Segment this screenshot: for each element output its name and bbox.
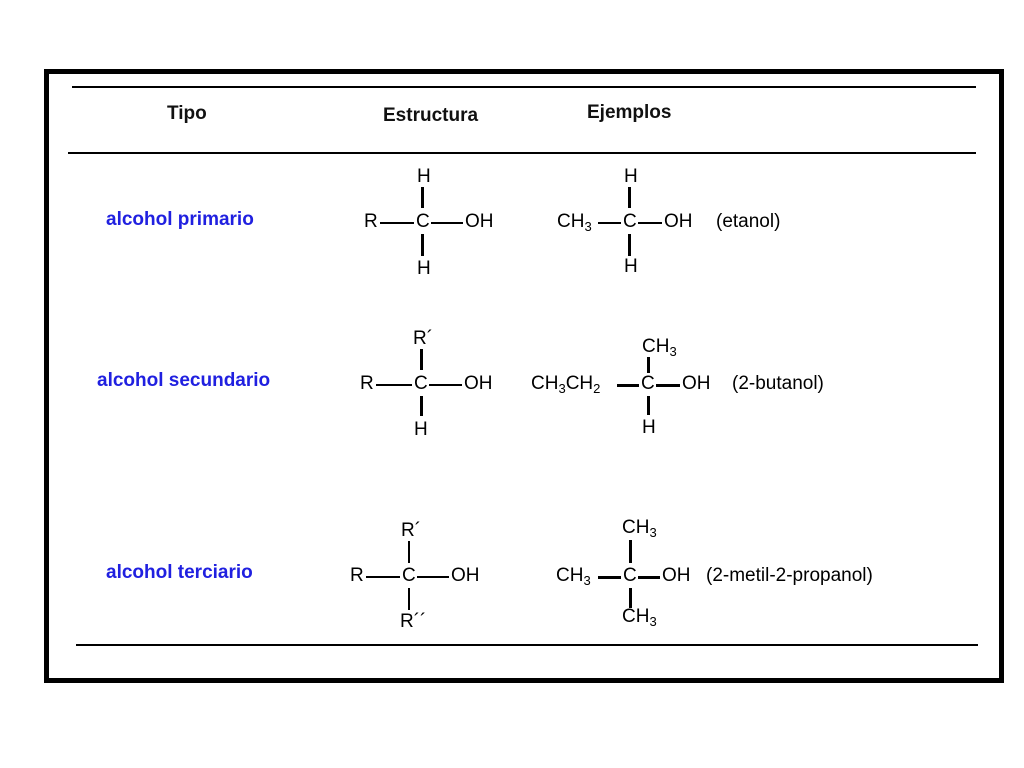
example-tertiary-name: (2-metil-2-propanol) <box>706 565 873 586</box>
structure-secondary-c: C <box>414 373 428 394</box>
bond <box>408 541 410 563</box>
bond <box>366 576 400 578</box>
example-secondary-oh: OH <box>682 373 711 394</box>
bond <box>629 540 632 563</box>
structure-primary-top: H <box>417 166 431 187</box>
example-primary-bottom: H <box>624 256 638 277</box>
bond <box>647 396 650 415</box>
bond <box>420 396 423 416</box>
structure-tertiary-oh: OH <box>451 565 480 586</box>
example-primary-c: C <box>623 211 637 232</box>
bond <box>380 222 414 224</box>
structure-tertiary-r: R <box>350 565 364 586</box>
bond <box>629 588 632 608</box>
bond <box>431 222 463 224</box>
example-secondary-c: C <box>641 373 655 394</box>
structure-primary-c: C <box>416 211 430 232</box>
structure-tertiary-bottom: R´´ <box>400 611 427 632</box>
example-tertiary-c: C <box>623 565 637 586</box>
bond <box>376 384 412 386</box>
structure-primary-bottom: H <box>417 258 431 279</box>
bond <box>429 384 462 386</box>
bond <box>638 222 662 224</box>
example-secondary-bottom: H <box>642 417 656 438</box>
bond <box>408 588 410 610</box>
bond <box>647 357 650 373</box>
example-tertiary-left: CH3 <box>556 565 591 588</box>
bond <box>628 234 631 256</box>
header-rule <box>68 152 976 154</box>
bond <box>598 576 621 579</box>
example-primary-top: H <box>624 166 638 187</box>
example-primary-left: CH3 <box>557 211 592 234</box>
bond <box>421 187 424 208</box>
structure-tertiary-top: R´ <box>401 520 422 541</box>
bond <box>598 222 621 224</box>
type-label-primary: alcohol primario <box>106 209 254 230</box>
bond <box>628 187 631 208</box>
type-label-secondary: alcohol secundario <box>97 370 271 391</box>
structure-primary-oh: OH <box>465 211 494 232</box>
header-ejemplos: Ejemplos <box>587 102 672 123</box>
structure-secondary-oh: OH <box>464 373 493 394</box>
bottom-rule <box>76 644 978 646</box>
header-tipo: Tipo <box>167 103 207 124</box>
structure-tertiary-c: C <box>402 565 416 586</box>
bond <box>638 576 660 579</box>
structure-secondary-r: R <box>360 373 374 394</box>
structure-secondary-top: R´ <box>413 328 434 349</box>
example-tertiary-bottom: CH3 <box>622 606 657 629</box>
structure-secondary-bottom: H <box>414 419 428 440</box>
structure-primary-r: R <box>364 211 378 232</box>
bond <box>421 234 424 256</box>
header-estructura: Estructura <box>383 105 479 126</box>
bond <box>617 384 639 387</box>
example-tertiary-oh: OH <box>662 565 691 586</box>
top-rule <box>72 86 976 88</box>
example-secondary-top: CH3 <box>642 336 677 359</box>
example-tertiary-top: CH3 <box>622 517 657 540</box>
example-primary-name: (etanol) <box>716 211 781 232</box>
table-frame <box>44 69 1004 683</box>
bond <box>656 384 680 387</box>
type-label-tertiary: alcohol terciario <box>106 562 253 583</box>
bond <box>420 349 423 370</box>
example-secondary-left: CH3CH2 <box>531 373 601 396</box>
example-secondary-name: (2-butanol) <box>732 373 824 394</box>
bond <box>417 576 449 578</box>
example-primary-oh: OH <box>664 211 693 232</box>
